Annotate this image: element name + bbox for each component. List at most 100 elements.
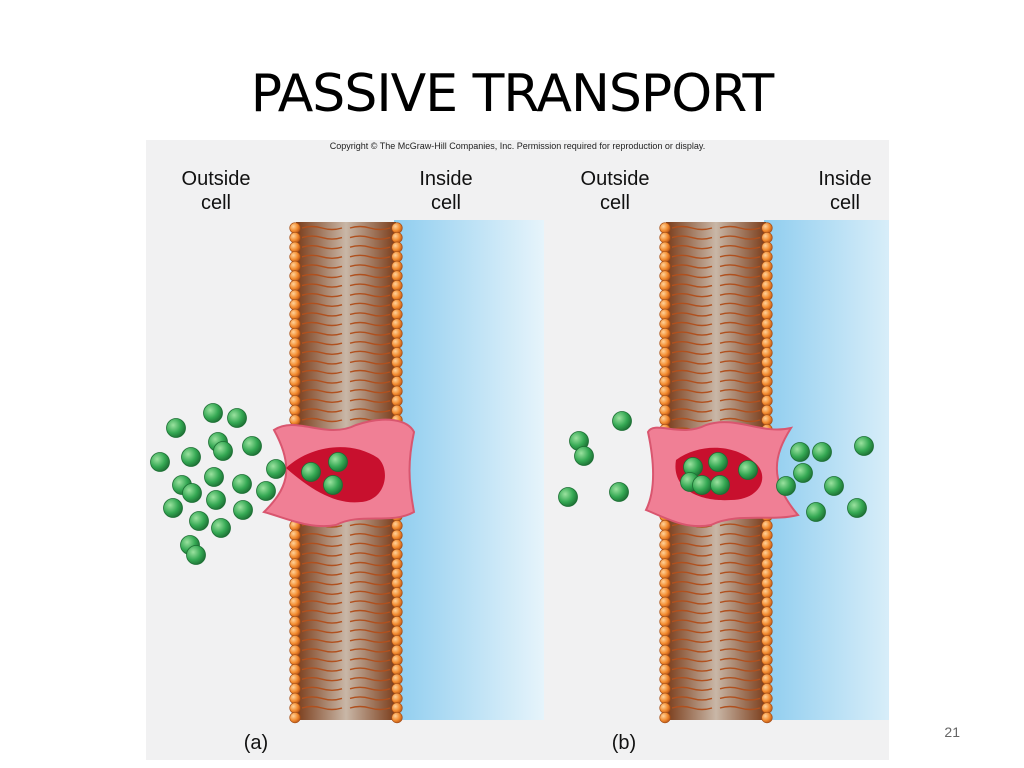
lipid-head	[289, 260, 301, 272]
lipid-head	[391, 395, 403, 407]
lipid-tail	[671, 609, 761, 615]
solute-molecule	[206, 490, 226, 510]
lipid-head	[391, 404, 403, 417]
solute-molecule	[213, 441, 233, 461]
lipid-head	[761, 308, 773, 320]
lipid-head	[659, 289, 671, 301]
lipid-head	[391, 299, 403, 311]
lipid-head	[391, 222, 403, 234]
lipid-tail	[301, 369, 391, 375]
lipid-tail	[301, 389, 391, 394]
lipid-head	[289, 644, 301, 657]
lipid-head	[761, 347, 773, 359]
lipid-head	[289, 366, 301, 378]
lipid-tail	[671, 600, 761, 605]
lipid-tail	[301, 283, 391, 288]
lipid-head	[761, 270, 773, 282]
lipid-head	[391, 241, 403, 253]
solute-molecule	[824, 476, 844, 496]
lipid-tail	[671, 321, 761, 327]
lipid-head	[659, 644, 671, 657]
lipid-head	[289, 692, 301, 705]
lipid-tail	[301, 379, 391, 384]
solute-molecule	[328, 452, 348, 472]
solute-molecule	[574, 446, 594, 466]
lipid-head	[391, 596, 403, 609]
lipid-head	[761, 385, 773, 397]
lipid-head	[761, 280, 773, 292]
solute-molecule	[806, 502, 826, 522]
lipid-head	[391, 280, 403, 292]
lipid-tail	[301, 600, 391, 605]
lipid-head	[659, 395, 671, 407]
lipid-head	[761, 625, 773, 637]
lipid-head	[391, 328, 403, 340]
lipid-head	[761, 616, 773, 628]
lipid-head	[659, 251, 671, 263]
lipid-head	[289, 663, 301, 676]
lipid-tail	[301, 273, 391, 279]
channel-protein	[262, 418, 416, 528]
lipid-head	[391, 520, 403, 532]
lipid-head	[289, 337, 301, 349]
lipid-tail	[671, 341, 761, 346]
lipid-tail	[671, 657, 761, 663]
channel-cavity	[286, 447, 385, 503]
lipid-head	[289, 347, 301, 359]
lipid-head	[659, 587, 671, 599]
lipid-head	[761, 222, 773, 234]
lipid-head	[289, 308, 301, 320]
lipid-head	[659, 673, 671, 685]
lipid-tail	[301, 533, 391, 538]
lipid-head	[761, 529, 773, 541]
lipid-head	[289, 635, 301, 647]
lipid-tail	[671, 667, 761, 672]
lipid-head	[391, 673, 403, 685]
lipid-head	[659, 596, 671, 609]
lipid-head	[289, 299, 301, 311]
lipid-tail	[301, 581, 391, 586]
lipid-head	[659, 280, 671, 292]
lipid-head	[659, 625, 671, 637]
lipid-head	[659, 385, 671, 397]
lipid-head	[391, 692, 403, 705]
lipid-head	[289, 539, 301, 551]
lipid-head	[289, 395, 301, 407]
lipid-head	[659, 222, 671, 234]
lipid-head	[289, 376, 301, 388]
lipid-head	[761, 260, 773, 272]
lipid-head	[289, 231, 301, 244]
lipid-head	[289, 289, 301, 301]
solute-molecule	[854, 436, 874, 456]
lipid-tail	[671, 264, 761, 269]
lipid-head	[659, 616, 671, 628]
lipid-head	[391, 289, 403, 301]
lipid-head	[289, 568, 301, 580]
lipid-head	[289, 606, 301, 618]
lipid-tail	[671, 350, 761, 355]
lipid-head	[391, 270, 403, 282]
lipid-head	[289, 654, 301, 666]
solute-molecule	[150, 452, 170, 472]
lipid-tail	[301, 235, 391, 240]
outside-cell-label-b: Outside cell	[580, 168, 650, 214]
lipid-head	[391, 308, 403, 320]
lipid-head	[391, 356, 403, 368]
membrane-diagram	[150, 220, 889, 724]
lipid-head	[761, 356, 773, 368]
lipid-head	[659, 520, 671, 532]
panel-label-b: (b)	[611, 732, 637, 754]
lipid-head	[761, 568, 773, 580]
lipid-tail	[671, 542, 761, 547]
lipid-head	[289, 558, 301, 570]
channel-protein	[644, 421, 800, 528]
lipid-head	[289, 577, 301, 589]
lipid-head	[391, 663, 403, 676]
lipid-tail	[301, 686, 391, 691]
lipid-head	[761, 241, 773, 253]
lipid-tail	[301, 705, 391, 711]
lipid-head	[659, 376, 671, 388]
lipid-head	[659, 548, 671, 561]
lipid-head	[289, 270, 301, 282]
lipid-head	[761, 395, 773, 407]
